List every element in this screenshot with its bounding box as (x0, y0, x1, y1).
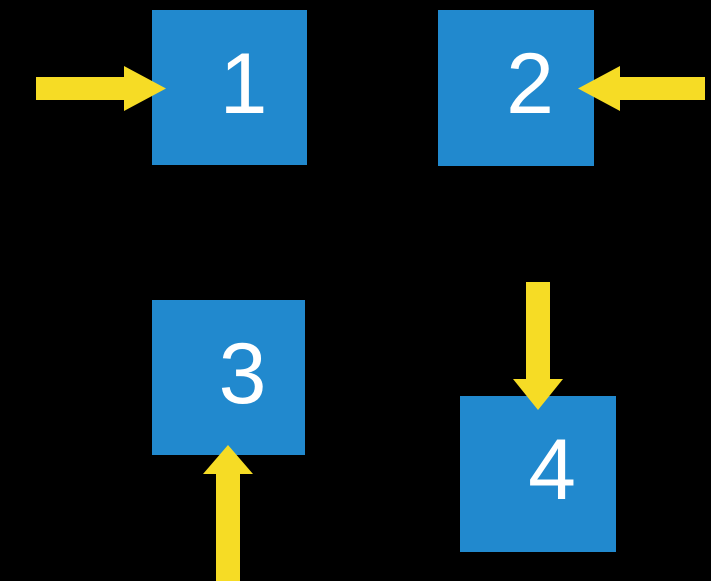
arrow-into-box-2 (578, 66, 705, 111)
arrow-down-icon (513, 282, 563, 410)
arrow-up-icon (203, 445, 253, 581)
box-node-1[interactable]: 1 (152, 10, 307, 165)
arrow-right-icon (36, 66, 166, 111)
box-node-2-label: 2 (506, 36, 554, 132)
box-node-1-label: 1 (219, 35, 268, 132)
arrow-into-box-4 (513, 282, 563, 410)
arrow-left-icon (578, 66, 705, 111)
box-node-2[interactable]: 2 (438, 10, 594, 166)
arrow-into-box-1 (36, 66, 166, 111)
box-node-4[interactable]: 4 (460, 396, 616, 552)
box-node-3-label: 3 (218, 325, 267, 422)
box-node-4-label: 4 (528, 422, 576, 518)
arrow-into-box-3 (203, 445, 253, 581)
box-node-3[interactable]: 3 (152, 300, 305, 455)
